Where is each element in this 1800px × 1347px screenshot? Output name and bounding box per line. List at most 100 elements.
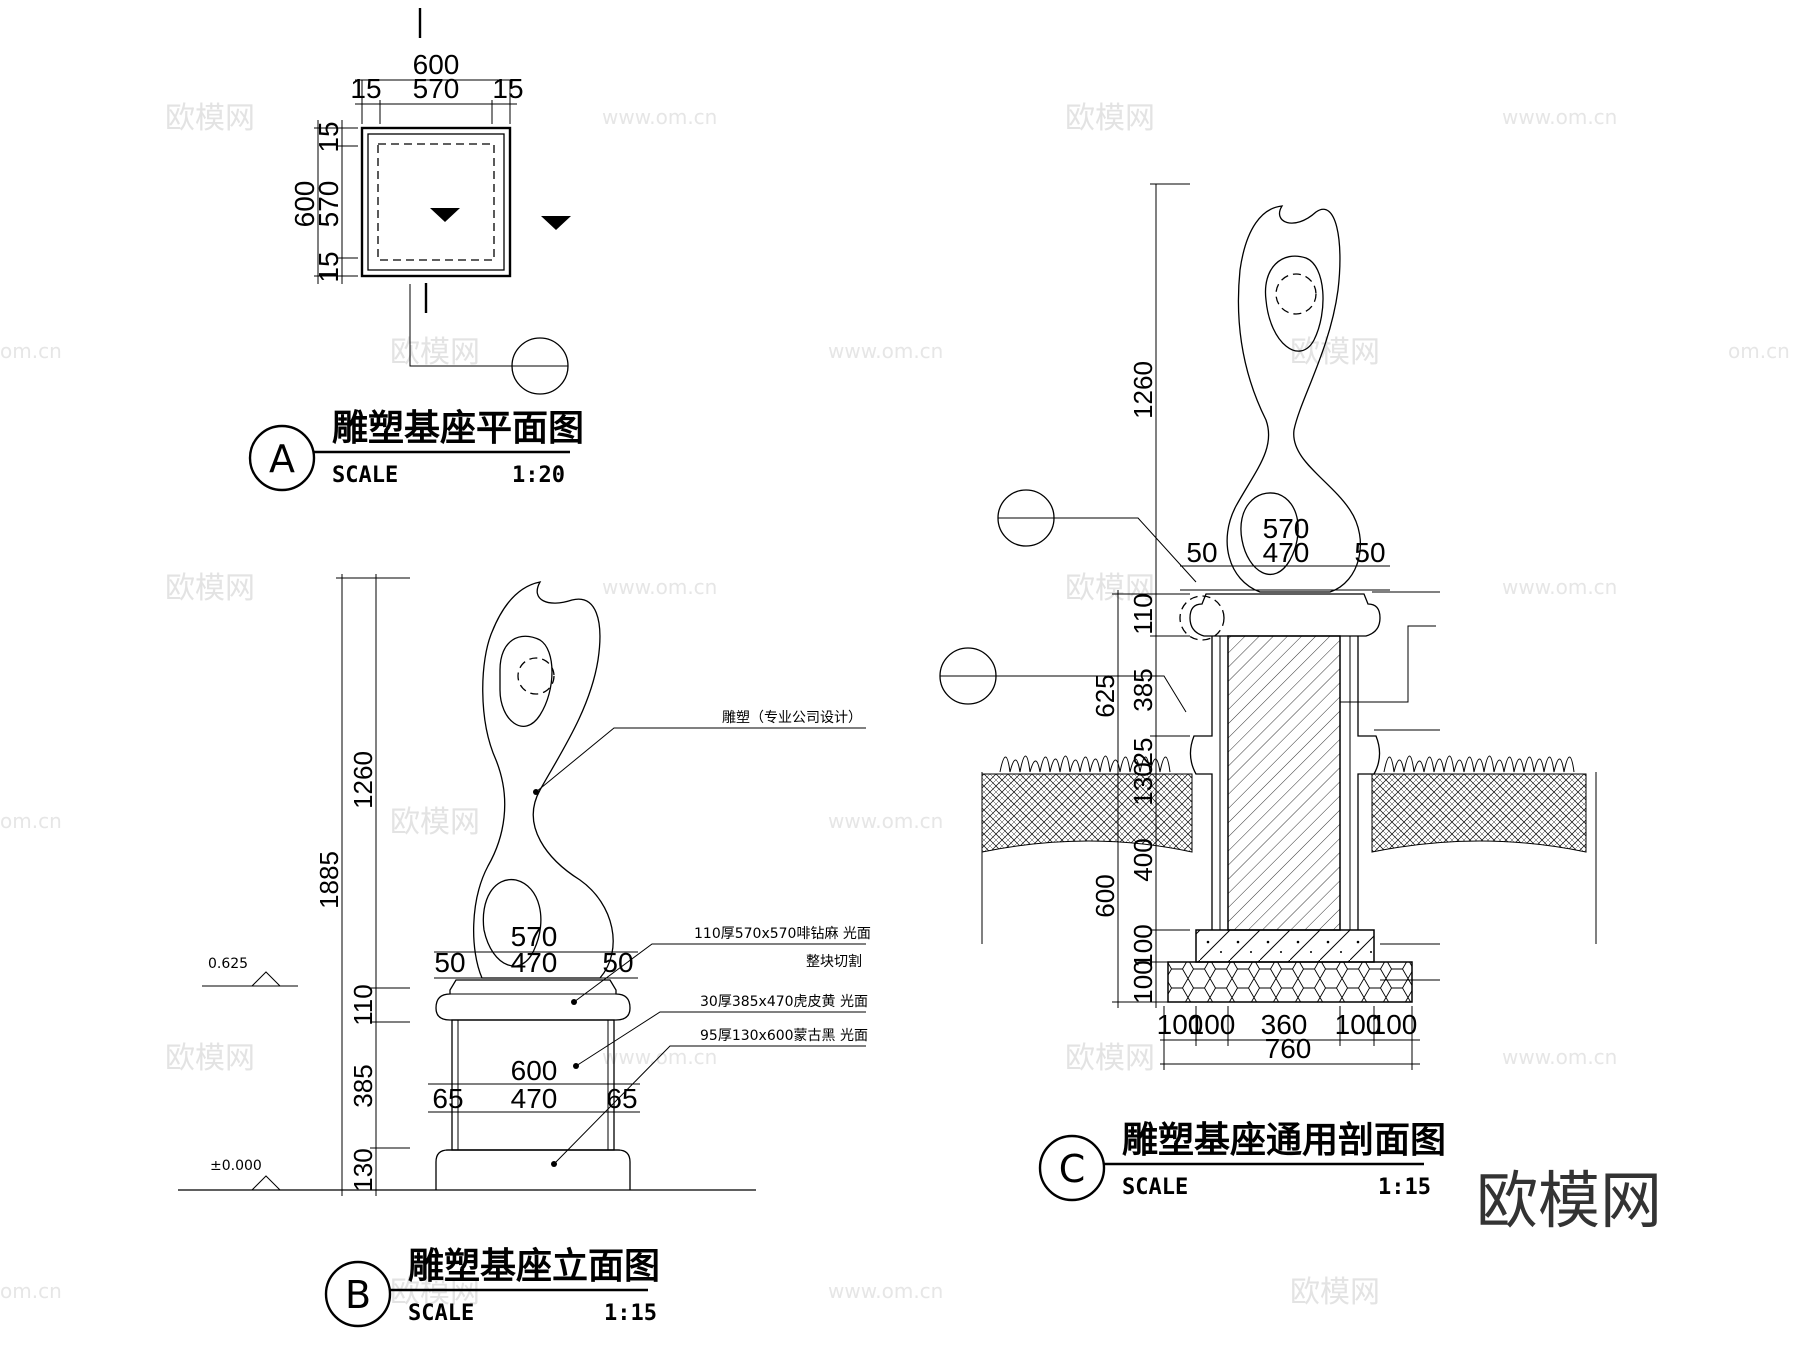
dim-sec-foot-b: 100 xyxy=(1128,924,1158,967)
dim-elev-mid-left: 65 xyxy=(432,1083,463,1114)
view-badge-b xyxy=(324,1260,392,1328)
view-badge-a xyxy=(248,424,316,492)
soil-break-lines xyxy=(981,772,1597,944)
dim-elev-top-inner: 470 xyxy=(511,947,558,978)
leader-dot xyxy=(573,1063,579,1069)
view-a-scale-label: SCALE xyxy=(332,463,398,488)
note-sculpture: 雕塑（专业公司设计） xyxy=(722,710,862,726)
view-c-section: 570 470 50 50 1260 110 625 385 130 25 60… xyxy=(939,183,1597,1202)
watermark-logo: 欧模网 xyxy=(1065,1041,1155,1076)
watermark-logo: 欧模网 xyxy=(390,1275,480,1310)
watermark-logo: 欧模网 xyxy=(165,101,255,136)
base-block xyxy=(435,1149,631,1190)
veneer-left xyxy=(1189,636,1213,930)
soil-right xyxy=(1371,773,1587,853)
concrete-footing xyxy=(1195,929,1375,963)
watermark-url: www.om.cn xyxy=(1502,575,1617,599)
watermark-url: om.cn xyxy=(0,809,62,833)
dim-sec-b3: 360 xyxy=(1261,1009,1308,1040)
dim-elev-shaft: 385 xyxy=(348,1064,378,1107)
watermark-url: www.om.cn xyxy=(828,1279,943,1303)
plinth-cap-outline xyxy=(367,133,505,271)
watermark-url: www.om.cn xyxy=(828,339,943,363)
view-badge-a-letter: A xyxy=(269,437,295,481)
view-b-scale-label: SCALE xyxy=(408,1301,474,1326)
dim-plan-left-margin: 15 xyxy=(350,73,381,104)
dim-sec-b5: 100 xyxy=(1371,1009,1418,1040)
plinth-outline xyxy=(360,126,512,278)
cap-block xyxy=(435,979,631,1021)
watermark-logo: 欧模网 xyxy=(1065,101,1155,136)
dim-sec-b4: 100 xyxy=(1335,1009,1382,1040)
dim-plan-side-bottom: 15 xyxy=(313,251,344,282)
watermark-logo: 欧模网 xyxy=(1290,1275,1380,1310)
sculpture-hole-lower xyxy=(482,879,542,967)
shaft-hidden-outline xyxy=(377,143,495,261)
dim-sec-top-right: 50 xyxy=(1354,537,1385,568)
dim-elev-top-left: 50 xyxy=(434,947,465,978)
watermark-logo: 欧模网 xyxy=(1290,335,1380,370)
dim-sec-b1: 100 xyxy=(1157,1009,1204,1040)
dim-elev-mid-width: 600 xyxy=(511,1055,558,1086)
watermark-url: om.cn xyxy=(1728,339,1790,363)
dim-plan-right-margin: 15 xyxy=(492,73,523,104)
view-direction-arrow xyxy=(541,216,571,230)
dim-elev-top-right: 50 xyxy=(602,947,633,978)
view-badge-c-letter: C xyxy=(1059,1147,1086,1191)
view-b-title: 雕塑基座立面图 xyxy=(408,1246,660,1287)
sculpture-hidden-sphere xyxy=(517,657,555,695)
dim-plan-top: 600 xyxy=(413,49,460,80)
view-badge-c xyxy=(1038,1134,1106,1202)
dim-sec-foot-c: 100 xyxy=(1128,960,1158,1003)
detail-leader xyxy=(996,675,1187,713)
note-leader xyxy=(575,1011,866,1067)
dim-sec-foot-a: 400 xyxy=(1128,838,1158,881)
watermark-logo: 欧模网 xyxy=(390,805,480,840)
detail-leader xyxy=(1054,517,1197,583)
gravel-layer xyxy=(1167,961,1413,1003)
watermark-url: www.om.cn xyxy=(1502,1045,1617,1069)
dim-elev-base: 130 xyxy=(348,1148,378,1191)
grass xyxy=(1383,755,1575,773)
sculpture-hole-upper xyxy=(499,635,553,727)
view-b-scale-value: 1:15 xyxy=(604,1301,657,1326)
note-leader xyxy=(1340,625,1436,703)
view-direction-arrow xyxy=(430,208,460,222)
view-c-title: 雕塑基座通用剖面图 xyxy=(1122,1120,1446,1161)
dim-plan-side-total: 600 xyxy=(289,181,320,228)
detail-leader xyxy=(409,284,518,367)
dim-sec-130: 130 xyxy=(1128,762,1158,805)
dim-sec-b2: 100 xyxy=(1189,1009,1236,1040)
watermark-url: om.cn xyxy=(0,339,62,363)
dim-sec-shaft: 385 xyxy=(1128,668,1158,711)
view-a-title: 雕塑基座平面图 xyxy=(332,408,584,449)
site-logo: 欧模网 xyxy=(1476,1164,1662,1237)
watermark-url: www.om.cn xyxy=(602,105,717,129)
note-leader xyxy=(573,943,866,1003)
view-a-plan: 600 570 15 15 600 570 15 15 A 雕塑基座平面图 SC… xyxy=(248,8,584,492)
leader-dot xyxy=(533,789,539,795)
level-marker xyxy=(251,1175,281,1191)
view-c-scale-label: SCALE xyxy=(1122,1175,1188,1200)
dim-sec-top-left: 50 xyxy=(1186,537,1217,568)
dim-sec-foot: 600 xyxy=(1090,874,1120,917)
dim-elev-mid-right: 65 xyxy=(606,1083,637,1114)
masonry-core xyxy=(1227,635,1341,931)
sculpture-outline xyxy=(472,581,614,979)
view-c-scale-value: 1:15 xyxy=(1378,1175,1431,1200)
leader-dot xyxy=(571,999,577,1005)
note-shaft: 30厚385x470虎皮黄 光面 xyxy=(700,993,868,1010)
level-marker xyxy=(251,971,281,987)
view-b-elevation: 570 470 50 50 600 470 65 65 1885 1260 11… xyxy=(178,574,871,1328)
view-a-scale-value: 1:20 xyxy=(512,463,565,488)
dim-elev-mid-inner: 470 xyxy=(511,1083,558,1114)
level-upper: 0.625 xyxy=(208,956,248,972)
watermark-logo: 欧模网 xyxy=(165,571,255,606)
dim-sec-cap: 110 xyxy=(1128,593,1158,634)
dim-sec-top-width: 570 xyxy=(1263,513,1310,544)
veneer-right xyxy=(1357,636,1381,930)
detail-bubble xyxy=(1179,595,1225,641)
watermark-url: www.om.cn xyxy=(602,575,717,599)
